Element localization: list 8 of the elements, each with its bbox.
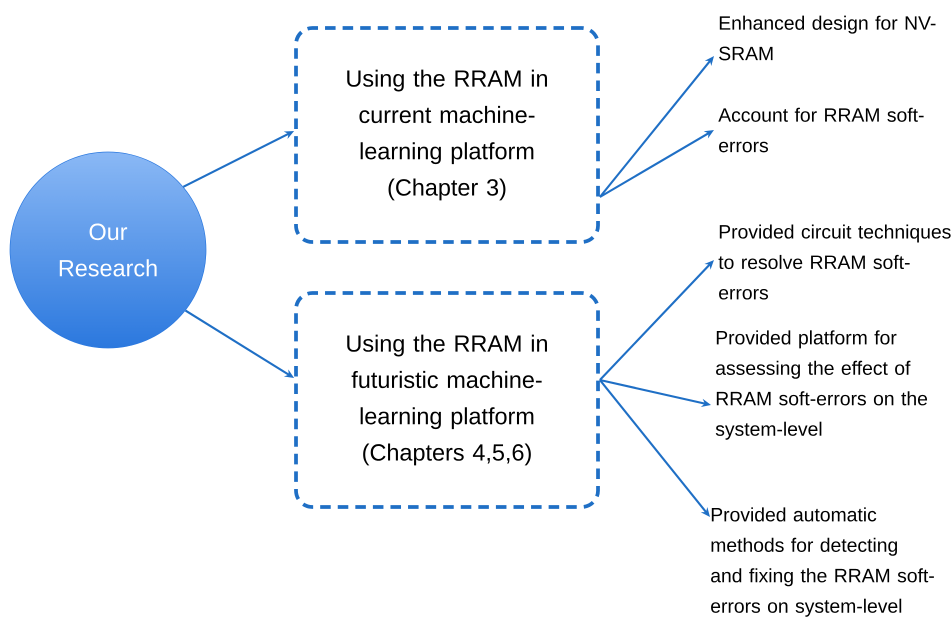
dashed-rounded-box: Using the RRAM in current machine-learning platform (Chapter 3) xyxy=(294,26,600,244)
text-label: Provided platform for assessing the effect of RRAM soft-errors on the system-level xyxy=(716,330,928,440)
text-label: Enhanced design for NV-SRAM xyxy=(719,16,936,60)
text-label: Account for RRAM soft-errors xyxy=(718,108,924,152)
dashed-rounded-box: Using the RRAM in futuristic machine-learning platform (Chapters 4,5,6) xyxy=(294,291,600,509)
text-label: Provided automatic methods for detecting and fixing the RRAM soft-errors on system-level xyxy=(711,507,934,617)
circle-node: Our Research xyxy=(10,152,206,348)
text-label: Provided circuit techniques to resolve RRAM soft-errors xyxy=(718,224,951,300)
